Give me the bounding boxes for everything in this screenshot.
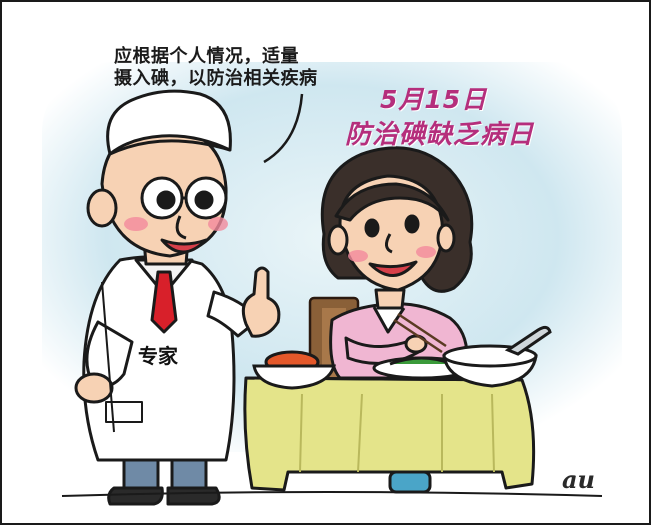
woman-legs bbox=[388, 470, 432, 494]
ground-line bbox=[61, 491, 603, 497]
dishes bbox=[252, 325, 552, 390]
event-name: 防治碘缺乏病日 bbox=[345, 120, 535, 150]
artist-signature: au bbox=[562, 465, 595, 494]
speech-bubble-text: 应根据个人情况，适量 摄入碘，以防治相关疾病 bbox=[114, 46, 318, 90]
speech-line-2: 摄入碘，以防治相关疾病 bbox=[114, 68, 318, 89]
woman-figure bbox=[320, 146, 474, 380]
dining-table bbox=[243, 376, 536, 492]
speech-pointer bbox=[263, 93, 304, 164]
doctor-badge: 专家 bbox=[138, 344, 178, 368]
event-date: 5月15日 bbox=[380, 85, 488, 114]
doctor-figure bbox=[74, 89, 281, 506]
speech-line-1: 应根据个人情况，适量 bbox=[114, 46, 299, 67]
